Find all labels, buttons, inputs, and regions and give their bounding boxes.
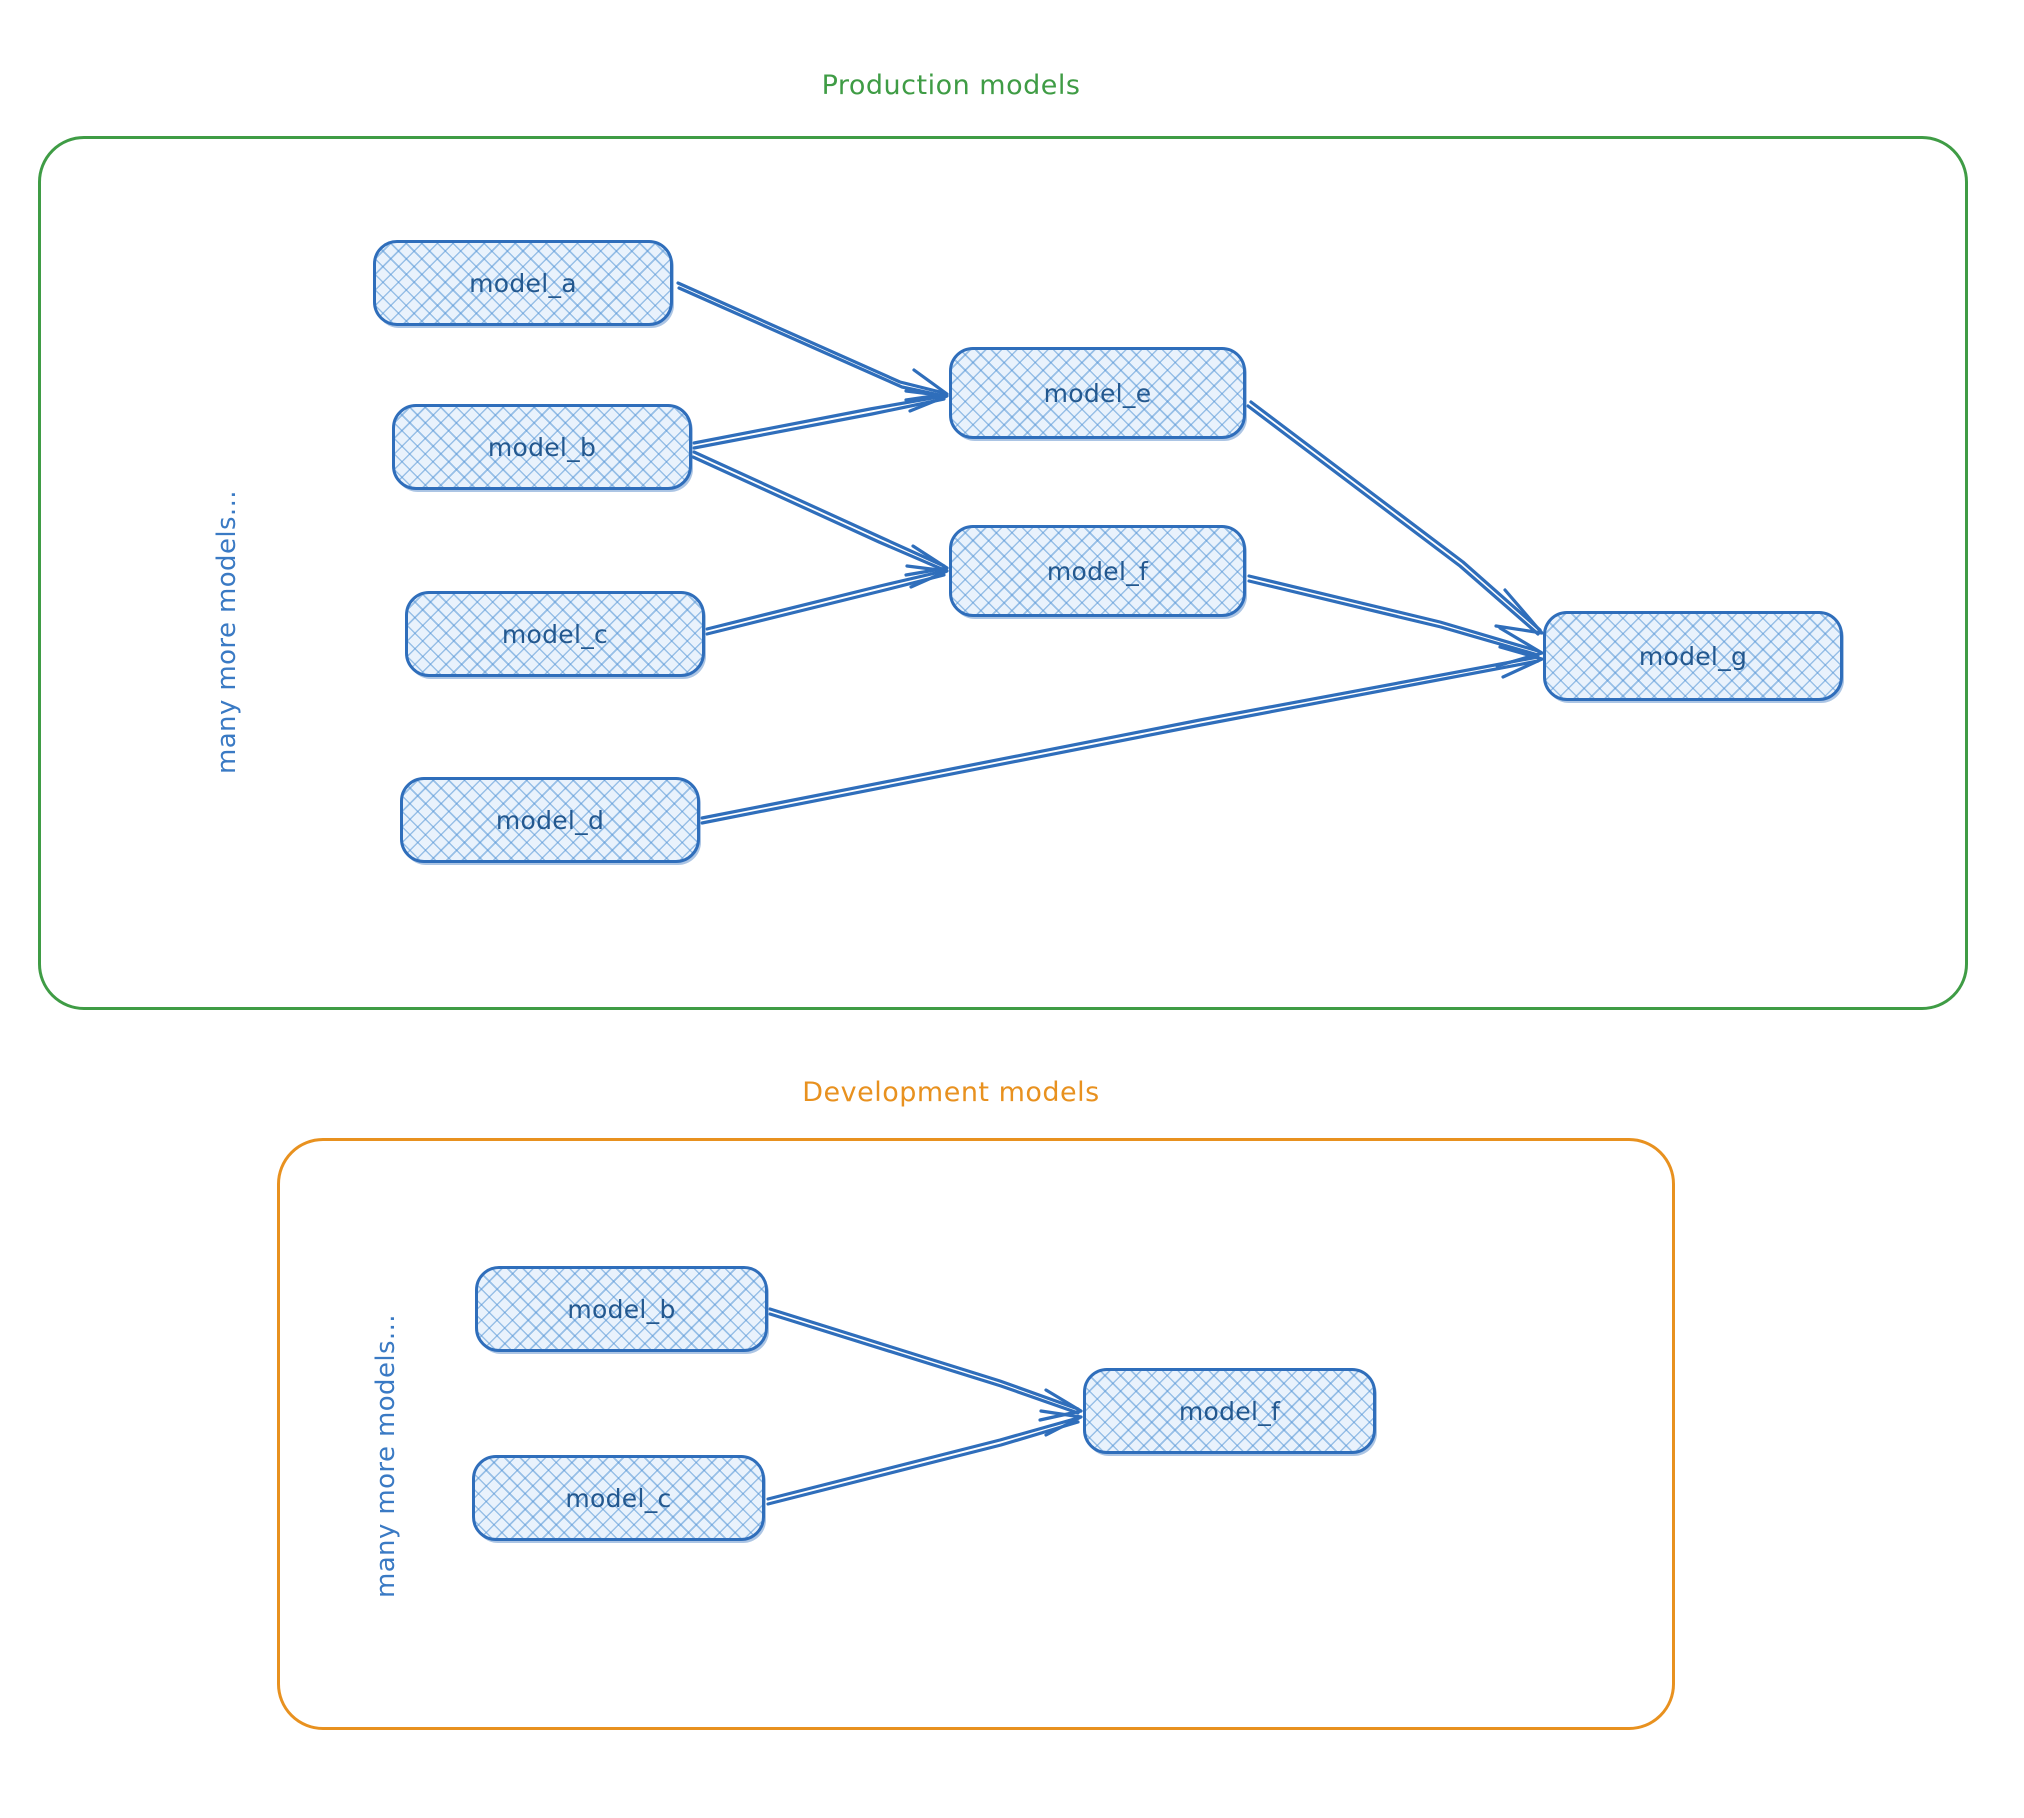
node-dev-model-f[interactable]: model_f	[1083, 1368, 1376, 1454]
node-prod-model-g[interactable]: model_g	[1543, 611, 1843, 701]
node-dev-model-c[interactable]: model_c	[472, 1455, 765, 1541]
node-label: model_f	[1178, 1396, 1281, 1426]
development-group-title: Development models	[802, 1077, 1100, 1108]
node-label: model_f	[1046, 556, 1149, 586]
node-prod-model-a[interactable]: model_a	[373, 240, 673, 326]
node-label: model_e	[1043, 378, 1152, 408]
node-prod-model-c[interactable]: model_c	[405, 591, 705, 677]
node-label: model_c	[565, 1483, 672, 1513]
node-prod-model-f[interactable]: model_f	[949, 525, 1246, 617]
node-prod-model-e[interactable]: model_e	[949, 347, 1246, 439]
development-many-more-models-label: many more models...	[371, 1314, 401, 1598]
node-label: model_g	[1638, 641, 1748, 671]
node-label: model_a	[469, 268, 577, 298]
node-label: model_b	[567, 1294, 676, 1324]
production-many-more-models-label: many more models...	[212, 490, 242, 774]
node-prod-model-b[interactable]: model_b	[392, 404, 692, 490]
production-group-container	[38, 136, 1968, 1010]
node-label: model_b	[487, 432, 597, 462]
production-group-title: Production models	[821, 70, 1081, 101]
node-label: model_c	[501, 619, 609, 649]
development-group-container	[277, 1138, 1675, 1730]
node-dev-model-b[interactable]: model_b	[475, 1266, 768, 1352]
node-prod-model-d[interactable]: model_d	[400, 777, 700, 863]
node-label: model_d	[495, 805, 605, 835]
